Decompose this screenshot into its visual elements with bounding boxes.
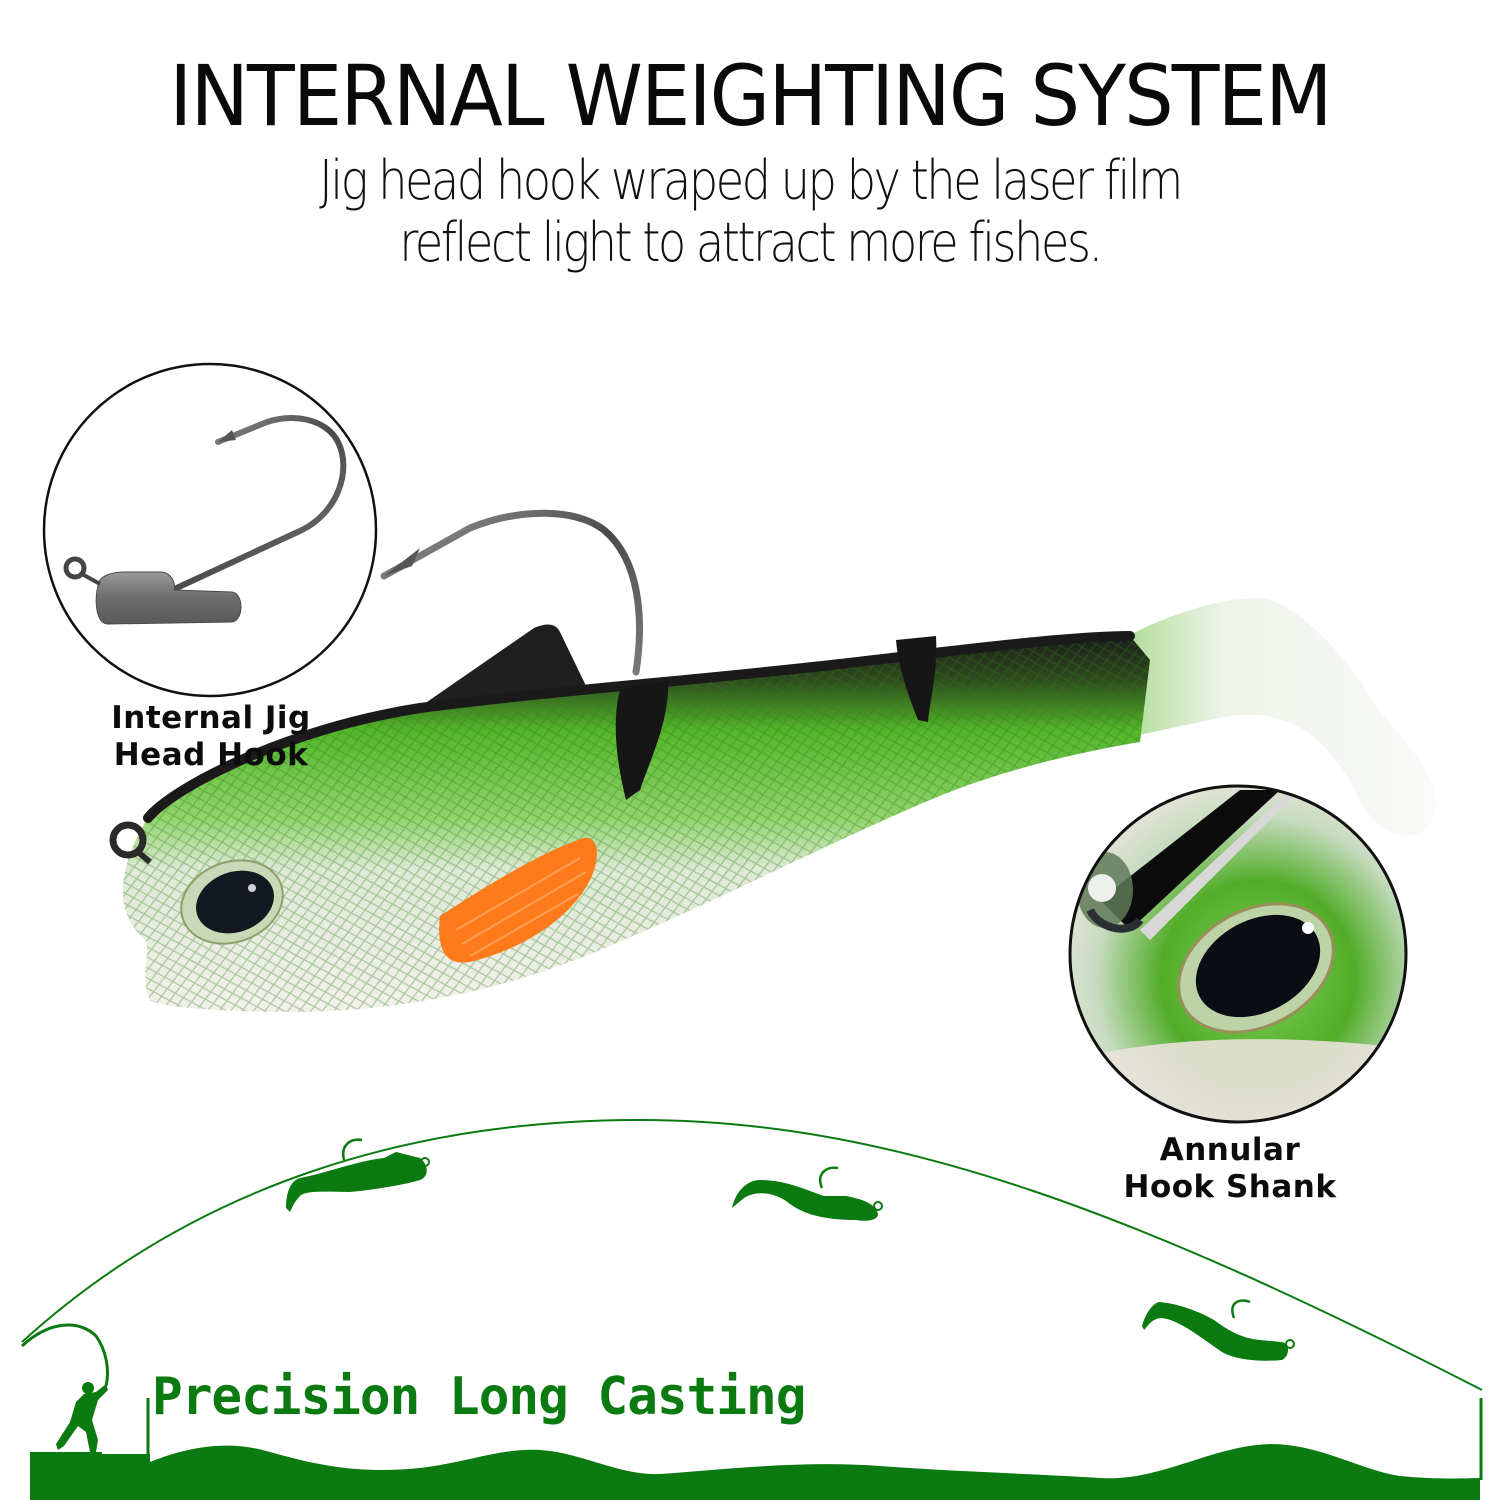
lure-silhouette-icon [1142, 1299, 1295, 1361]
jig-head-closeup [42, 362, 378, 698]
casting-feature-title: Precision Long Casting [152, 1367, 806, 1427]
page-title: INTERNAL WEIGHTING SYSTEM [169, 47, 1332, 145]
callout-label-line: Internal Jig [111, 700, 311, 736]
callout-label-jig-head: Internal Jig Head Hook [96, 700, 326, 774]
callout-label-line: Hook Shank [1123, 1169, 1337, 1205]
callout-label-line: Head Hook [113, 737, 309, 773]
swimbait-product-image [109, 509, 1436, 1012]
subtitle-line-1: Jig head hook wraped up by the laser fil… [319, 149, 1183, 212]
callout-label-hook-shank: Annular Hook Shank [1105, 1132, 1355, 1206]
angler-silhouette-icon [20, 1323, 110, 1452]
callout-label-line: Annular [1159, 1132, 1301, 1168]
hook-shank-closeup [1068, 784, 1408, 1124]
lure-silhouette-icon [286, 1138, 430, 1212]
wave-ground-icon [30, 1444, 1480, 1500]
casting-scene [20, 1118, 1483, 1500]
subtitle-line-2: reflect light to attract more fishes. [399, 211, 1103, 274]
lure-silhouette-icon [732, 1166, 883, 1221]
